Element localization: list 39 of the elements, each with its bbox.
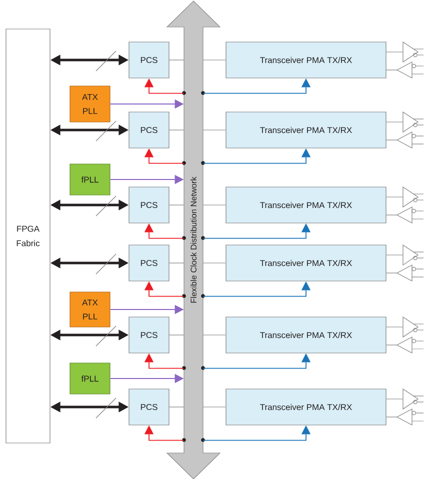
pcs-box: PCS bbox=[128, 316, 170, 354]
rx-buffer-symbol bbox=[396, 206, 424, 224]
pcs-box: PCS bbox=[128, 42, 170, 78]
pll-box: fPLL bbox=[70, 362, 110, 394]
pcs-box: PCS bbox=[128, 112, 170, 148]
connector-line bbox=[202, 334, 226, 336]
transceiver-box: Transceiver PMA TX/RX bbox=[226, 112, 386, 148]
connector-line bbox=[386, 344, 398, 346]
connector-line bbox=[386, 196, 404, 198]
connector-line bbox=[169, 262, 184, 264]
connector-line bbox=[202, 406, 226, 408]
pcs-box: PCS bbox=[128, 244, 170, 282]
rx-buffer-symbol bbox=[396, 408, 424, 426]
connector-line bbox=[169, 204, 184, 206]
connector-line bbox=[386, 326, 404, 328]
pll-box: ATX PLL bbox=[70, 86, 110, 122]
transceiver-box: Transceiver PMA TX/RX bbox=[226, 42, 386, 78]
rx-buffer-symbol bbox=[396, 62, 424, 78]
rx-buffer-symbol bbox=[396, 336, 424, 354]
pll-box: fPLL bbox=[70, 164, 110, 196]
connector-line bbox=[169, 406, 184, 408]
pll-box: ATX PLL bbox=[70, 292, 110, 328]
fabric-box: FPGA Fabric bbox=[6, 28, 50, 444]
rx-buffer-symbol bbox=[396, 132, 424, 148]
transceiver-box: Transceiver PMA TX/RX bbox=[226, 388, 386, 426]
connector-line bbox=[386, 416, 398, 418]
connector-line bbox=[386, 214, 398, 216]
pcs-box: PCS bbox=[128, 186, 170, 224]
connector-line bbox=[386, 254, 404, 256]
connector-line bbox=[202, 204, 226, 206]
pcs-box: PCS bbox=[128, 388, 170, 426]
connector-line bbox=[202, 262, 226, 264]
transceiver-box: Transceiver PMA TX/RX bbox=[226, 316, 386, 354]
connector-line bbox=[169, 334, 184, 336]
connector-line bbox=[386, 272, 398, 274]
rx-buffer-symbol bbox=[396, 264, 424, 282]
connector-line bbox=[386, 398, 404, 400]
transceiver-box: Transceiver PMA TX/RX bbox=[226, 244, 386, 282]
transceiver-box: Transceiver PMA TX/RX bbox=[226, 186, 386, 224]
